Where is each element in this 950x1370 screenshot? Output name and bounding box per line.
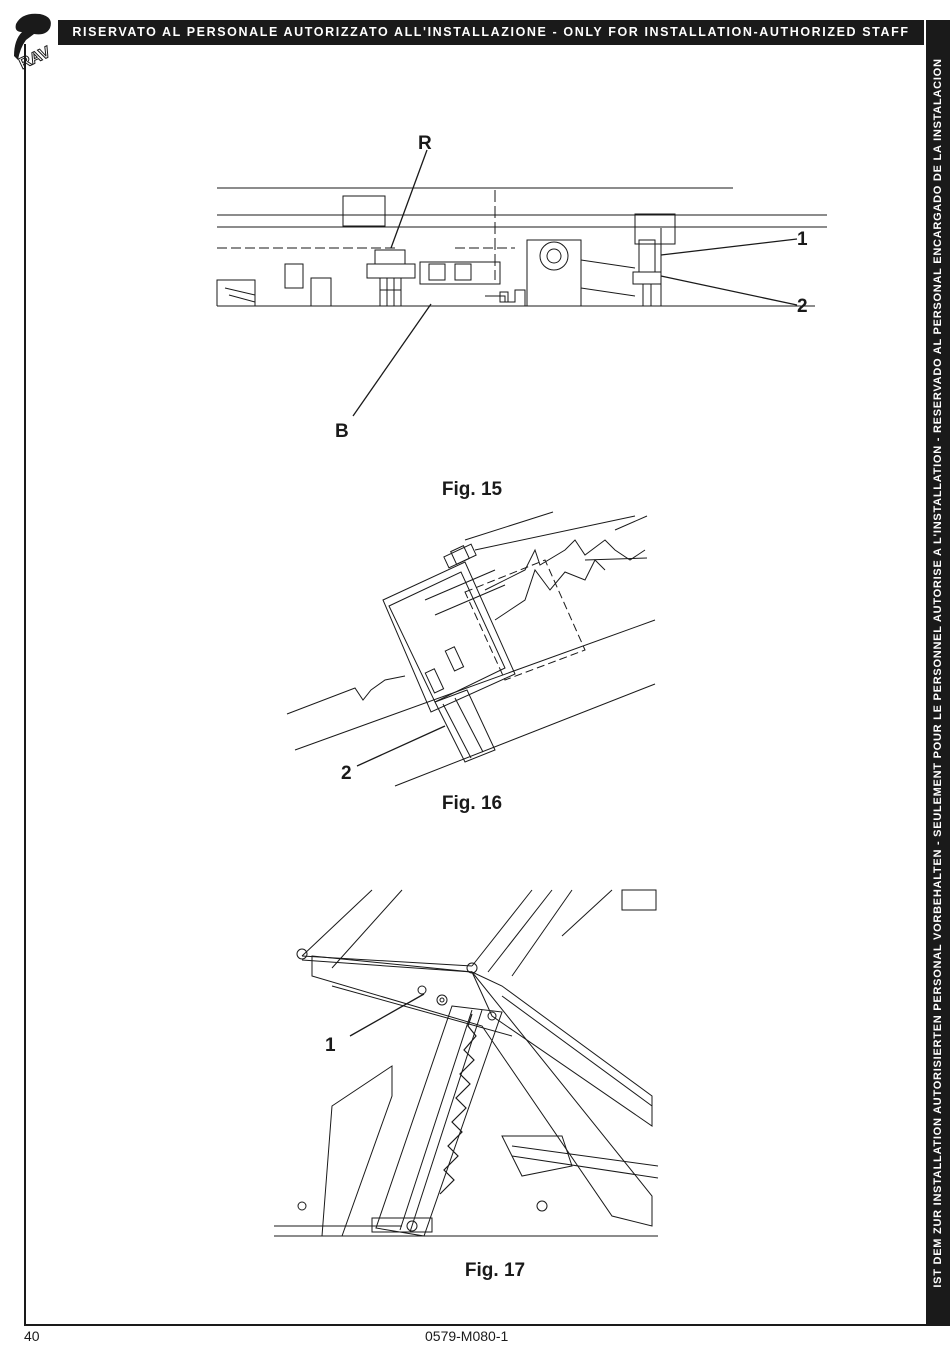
- side-banner-text: IST DEM ZUR INSTALLATION AUTORISIERTEN P…: [932, 58, 944, 1288]
- svg-text:RAV: RAV: [17, 44, 54, 70]
- callout-2: 2: [341, 763, 352, 784]
- document-code: 0579-M080-1: [425, 1328, 509, 1344]
- figure-15-caption: Fig. 15: [441, 479, 503, 500]
- side-banner: IST DEM ZUR INSTALLATION AUTORISIERTEN P…: [926, 20, 950, 1326]
- callout-r: R: [418, 133, 432, 154]
- figure-16-caption: Fig. 16: [441, 793, 503, 814]
- rav-logo-graphic: RAV: [14, 13, 54, 74]
- callout-1: 1: [797, 229, 808, 250]
- header-banner-text: RISERVATO AL PERSONALE AUTORIZZATO ALL'I…: [72, 25, 910, 39]
- callout-2: 2: [797, 296, 808, 317]
- figure-17-drawing: [272, 886, 660, 1242]
- page-frame-bottom: [24, 1324, 926, 1326]
- figure-17-caption: Fig. 17: [464, 1260, 526, 1281]
- figure-16-drawing: [285, 510, 665, 790]
- figure-15-drawing: [215, 130, 835, 460]
- page-frame-left: [24, 44, 26, 1326]
- callout-1: 1: [325, 1035, 336, 1056]
- callout-b: B: [335, 421, 349, 442]
- rav-logo: RAV: [10, 10, 60, 74]
- header-banner: RISERVATO AL PERSONALE AUTORIZZATO ALL'I…: [58, 20, 924, 45]
- page-number: 40: [24, 1328, 40, 1344]
